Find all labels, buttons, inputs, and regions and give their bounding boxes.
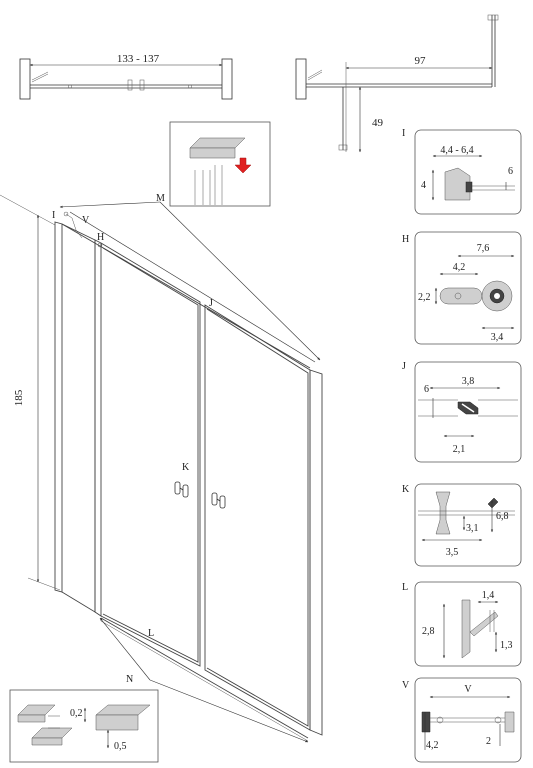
detail-K: K 6,8 3,1 3,5: [402, 483, 522, 567]
detail-K-width: 3,5: [446, 547, 459, 558]
detail-V-height: 4,2: [426, 740, 439, 751]
detail-K-title: K: [402, 484, 410, 495]
detail-I-width: 4,4 - 6,4: [440, 145, 473, 156]
label-M: M: [156, 193, 165, 204]
side-width-label: 97: [415, 55, 427, 67]
main-door-drawing: 185: [0, 193, 323, 743]
label-L: L: [148, 628, 154, 639]
detail-J-width: 3,8: [462, 376, 475, 387]
detail-V-title: V: [402, 680, 410, 691]
height-label: 185: [13, 389, 25, 406]
detail-L-height: 2,8: [422, 626, 435, 637]
detail-H-height: 2,2: [418, 292, 431, 303]
detail-L-title: L: [402, 582, 408, 593]
detail-L: L 1,4 2,8 1,3: [402, 581, 522, 667]
width-range-label: 133 - 137: [117, 53, 160, 65]
detail-H-title: H: [402, 234, 409, 245]
door-handle-right: [211, 492, 226, 509]
right-wall: [221, 58, 233, 100]
label-V: V: [82, 215, 90, 226]
detail-L-lip: 1,3: [500, 640, 513, 651]
detail-I-glass: 6: [508, 166, 513, 177]
detail-V: V V 4,2 2: [402, 677, 522, 763]
label-H: H: [97, 232, 104, 243]
detail-K-offset: 3,1: [466, 523, 479, 534]
detail-J-glass: 6: [424, 384, 429, 395]
detail-I: I 4,4 - 6,4 4 6: [402, 128, 522, 215]
detail-H-offset: 4,2: [453, 262, 466, 273]
detail-N: 0,2 0,5: [9, 689, 159, 763]
N-dim-0-5: 0,5: [114, 741, 127, 752]
detail-H-width: 7,6: [477, 243, 490, 254]
detail-H: H 7,6 4,2 2,2 3,4: [402, 231, 522, 345]
detail-J-gap: 2,1: [453, 444, 466, 455]
detail-K-height: 6,8: [496, 511, 509, 522]
detail-L-width: 1,4: [482, 590, 495, 601]
label-I: I: [52, 210, 55, 221]
wall-profile-inset: [169, 121, 271, 207]
top-side-diagram: 97 49: [295, 14, 499, 153]
detail-V-offset: 2: [486, 736, 491, 747]
detail-I-height: 4: [421, 180, 426, 191]
left-wall: [19, 58, 31, 100]
insert-arrow-icon: [234, 157, 252, 174]
detail-V-length: V: [464, 684, 472, 695]
detail-J-title: J: [402, 361, 406, 372]
label-N: N: [126, 674, 133, 685]
detail-J: J 6 3,8 2,1: [402, 361, 522, 463]
top-width-diagram: 133 - 137: [19, 53, 233, 100]
label-J: J: [209, 298, 213, 309]
wall-profile-box: [169, 121, 271, 207]
N-dim-0-2: 0,2: [70, 708, 83, 719]
detail-H-diameter: 3,4: [491, 332, 504, 343]
side-depth-label: 49: [372, 117, 384, 129]
door-handle-left: [174, 481, 189, 498]
side-left-wall: [295, 58, 307, 100]
detail-I-title: I: [402, 128, 405, 139]
label-K: K: [182, 462, 190, 473]
